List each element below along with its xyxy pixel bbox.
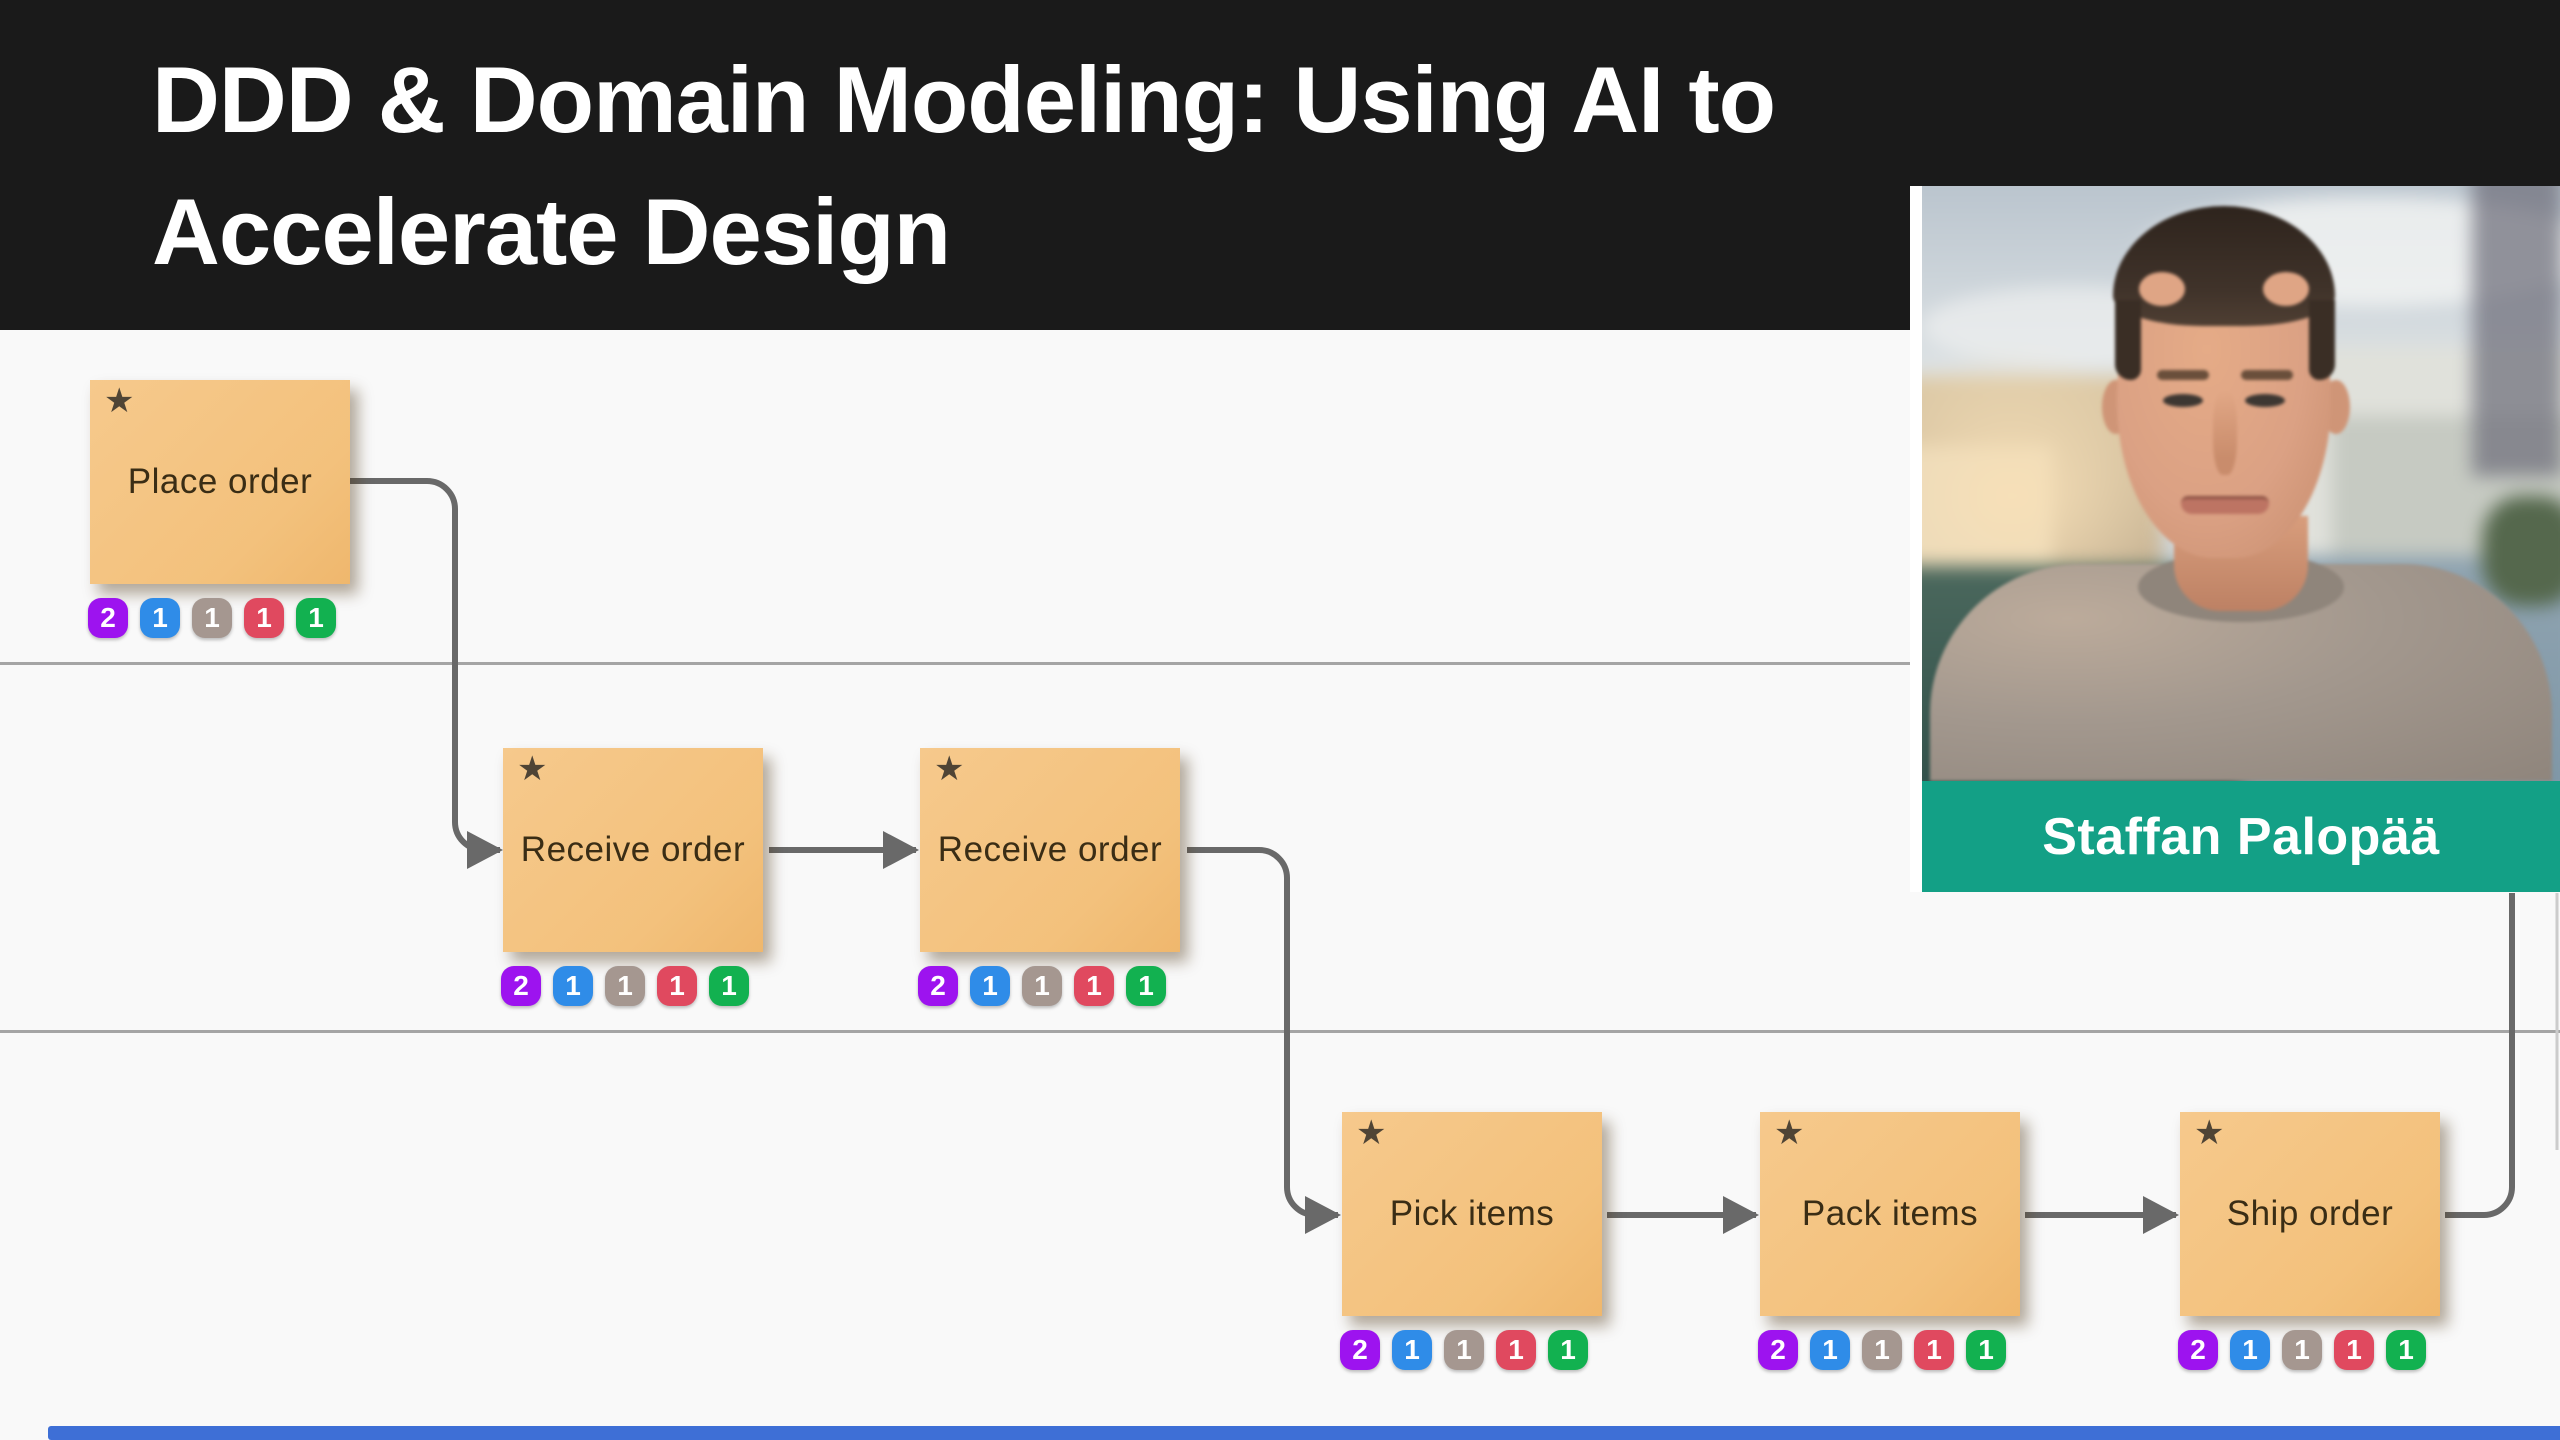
face bbox=[2113, 206, 2335, 558]
presenter-name: Staffan Palopää bbox=[2042, 807, 2440, 866]
receding-hairline bbox=[2263, 272, 2309, 306]
badge-purple[interactable]: 2 bbox=[88, 598, 128, 638]
badge-purple[interactable]: 2 bbox=[1758, 1330, 1798, 1370]
presenter-portrait bbox=[1922, 186, 2560, 781]
connector-receive2-to-pick bbox=[1187, 847, 1341, 1234]
connector-place-to-receive1 bbox=[346, 478, 503, 869]
badge-red[interactable]: 1 bbox=[1914, 1330, 1954, 1370]
sticky-note-ship-order[interactable]: ★ Ship order bbox=[2180, 1112, 2440, 1316]
badge-green[interactable]: 1 bbox=[709, 966, 749, 1006]
eyebrow bbox=[2241, 370, 2293, 380]
star-icon: ★ bbox=[2194, 1114, 2225, 1152]
video-title: DDD & Domain Modeling: Using AI to Accel… bbox=[152, 34, 1776, 298]
badge-gray[interactable]: 1 bbox=[192, 598, 232, 638]
badge-blue[interactable]: 1 bbox=[1392, 1330, 1432, 1370]
badge-gray[interactable]: 1 bbox=[605, 966, 645, 1006]
note-label: Receive order bbox=[937, 830, 1163, 869]
badge-gray[interactable]: 1 bbox=[1444, 1330, 1484, 1370]
badge-green[interactable]: 1 bbox=[296, 598, 336, 638]
badge-blue[interactable]: 1 bbox=[553, 966, 593, 1006]
note-label: Pack items bbox=[1801, 1194, 1979, 1233]
sticky-note-place-order[interactable]: ★ Place order bbox=[90, 380, 350, 584]
badge-green[interactable]: 1 bbox=[2386, 1330, 2426, 1370]
eyebrow bbox=[2157, 370, 2209, 380]
receding-hairline bbox=[2139, 272, 2185, 306]
eye bbox=[2163, 394, 2203, 407]
badge-gray[interactable]: 1 bbox=[1862, 1330, 1902, 1370]
badge-gray[interactable]: 1 bbox=[1022, 966, 1062, 1006]
badge-red[interactable]: 1 bbox=[657, 966, 697, 1006]
sticky-note-receive-order-2[interactable]: ★ Receive order bbox=[920, 748, 1180, 952]
note-label: Pick items bbox=[1389, 1194, 1555, 1233]
badge-purple[interactable]: 2 bbox=[918, 966, 958, 1006]
note-label: Ship order bbox=[2226, 1194, 2394, 1233]
title-line-2: Accelerate Design bbox=[152, 179, 951, 284]
badge-blue[interactable]: 1 bbox=[1810, 1330, 1850, 1370]
star-icon: ★ bbox=[934, 750, 965, 788]
badge-red[interactable]: 1 bbox=[1074, 966, 1114, 1006]
greenery bbox=[2482, 496, 2560, 606]
badge-purple[interactable]: 2 bbox=[2178, 1330, 2218, 1370]
badge-purple[interactable]: 2 bbox=[1340, 1330, 1380, 1370]
badge-green[interactable]: 1 bbox=[1548, 1330, 1588, 1370]
badge-purple[interactable]: 2 bbox=[501, 966, 541, 1006]
badge-green[interactable]: 1 bbox=[1126, 966, 1166, 1006]
badge-red[interactable]: 1 bbox=[1496, 1330, 1536, 1370]
badge-gray[interactable]: 1 bbox=[2282, 1330, 2322, 1370]
presenter-name-banner: Staffan Palopää bbox=[1922, 781, 2560, 892]
badge-red[interactable]: 1 bbox=[244, 598, 284, 638]
hair bbox=[2115, 300, 2141, 380]
hair bbox=[2113, 206, 2335, 326]
title-line-1: DDD & Domain Modeling: Using AI to bbox=[152, 47, 1776, 152]
hair bbox=[2309, 300, 2335, 380]
badge-green[interactable]: 1 bbox=[1966, 1330, 2006, 1370]
badge-red[interactable]: 1 bbox=[2334, 1330, 2374, 1370]
lane-divider-1 bbox=[0, 662, 1910, 665]
nose bbox=[2213, 390, 2237, 475]
sticky-note-pick-items[interactable]: ★ Pick items bbox=[1342, 1112, 1602, 1316]
note-label: Receive order bbox=[520, 830, 746, 869]
mouth bbox=[2181, 496, 2269, 514]
lane-divider-2 bbox=[0, 1030, 2560, 1033]
badge-blue[interactable]: 1 bbox=[2230, 1330, 2270, 1370]
badge-blue[interactable]: 1 bbox=[140, 598, 180, 638]
presenter-photo bbox=[1922, 186, 2560, 781]
sticky-note-receive-order-1[interactable]: ★ Receive order bbox=[503, 748, 763, 952]
sticky-note-pack-items[interactable]: ★ Pack items bbox=[1760, 1112, 2020, 1316]
star-icon: ★ bbox=[1356, 1114, 1387, 1152]
star-icon: ★ bbox=[1774, 1114, 1805, 1152]
note-label: Place order bbox=[127, 462, 313, 501]
tower bbox=[2472, 186, 2560, 476]
badge-blue[interactable]: 1 bbox=[970, 966, 1010, 1006]
eye bbox=[2245, 394, 2285, 407]
video-progress-bar[interactable] bbox=[48, 1426, 2560, 1440]
star-icon: ★ bbox=[517, 750, 548, 788]
star-icon: ★ bbox=[104, 382, 135, 420]
presenter-photo-card: Staffan Palopää bbox=[1910, 186, 2560, 892]
connector-ship-upward bbox=[2445, 893, 2515, 1218]
